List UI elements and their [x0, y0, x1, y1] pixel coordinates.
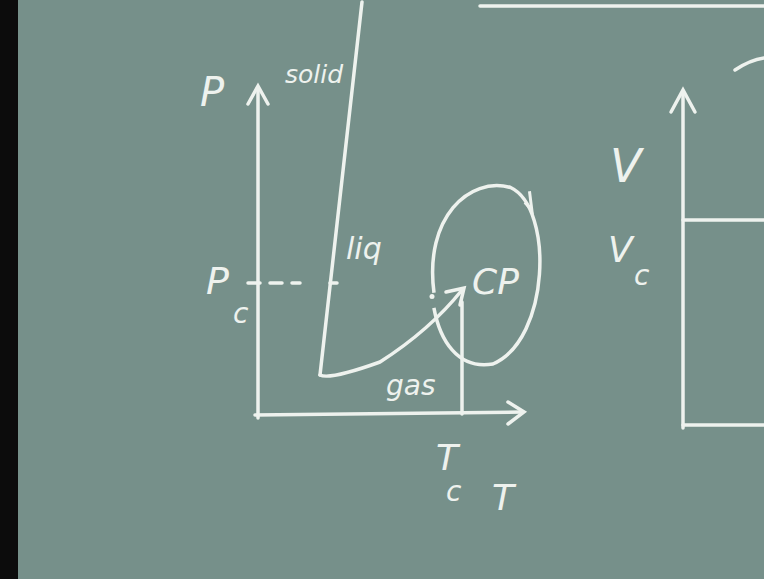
vc-line — [683, 218, 764, 222]
chalk-label: gas — [386, 372, 436, 400]
chalk-label: c — [634, 262, 649, 290]
chalk-label: liq — [346, 234, 382, 264]
node-text: CP — [472, 264, 519, 300]
axis-arrowhead — [671, 90, 695, 112]
chalk-label: c — [233, 300, 248, 328]
chalk-label: T — [492, 480, 514, 516]
chalk-label: P — [206, 262, 229, 300]
pc-dash — [330, 281, 337, 285]
pressure-axis — [256, 88, 260, 418]
chalk-label: T — [436, 440, 458, 476]
axis-arrowhead — [248, 86, 268, 104]
chalk-label: solid — [285, 62, 343, 87]
chalk-label: V — [610, 143, 641, 189]
melting-curve — [320, 2, 362, 375]
axis — [683, 423, 764, 427]
axis-arrowhead — [508, 402, 524, 424]
chalk-label: P — [200, 72, 224, 112]
pc-dash — [248, 281, 300, 285]
chalk-line — [480, 4, 764, 8]
critical-point-circle: CP — [428, 180, 546, 368]
board-edge — [0, 0, 18, 579]
chalk-curve — [735, 58, 764, 70]
chalk-label: c — [446, 478, 461, 506]
temperature-axis — [255, 412, 522, 415]
volume-axis — [681, 92, 685, 428]
chalk-label: V — [608, 232, 633, 268]
